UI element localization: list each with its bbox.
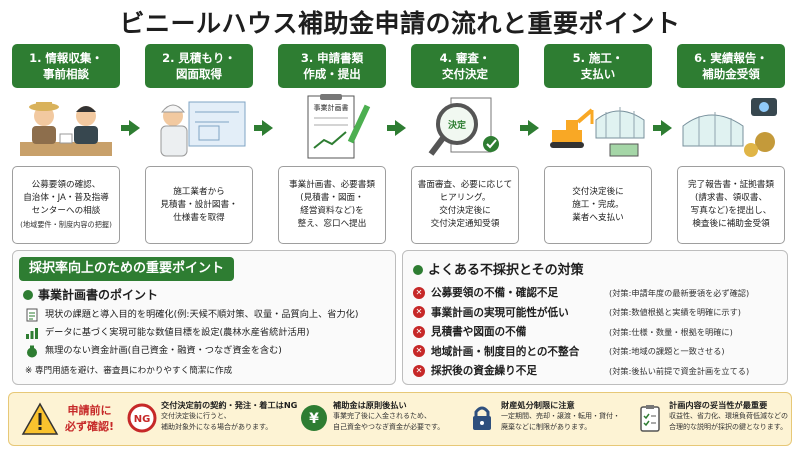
arrow-3-icon xyxy=(387,120,406,136)
step-4-header: 4. 審査・ 交付決定 xyxy=(411,44,519,88)
step-4: 4. 審査・ 交付決定 決定 書面審査、必要に応じて ヒアリング。 交付決定後に… xyxy=(411,44,519,244)
step-5-description: 交付決定後に 施工・完成。 業者へ支払い xyxy=(544,166,652,244)
x-mark-icon: ✕ xyxy=(413,325,425,338)
x-mark-icon: ✕ xyxy=(413,345,425,358)
step-3: 3. 申請書類 作成・提出 事業計画書 事業計画書、必要書類 (見積書・図面・ … xyxy=(278,44,386,244)
list-item: ✕ 公募要領の不備・確認不足 (対策:申請年度の最新要領を必ず確認) xyxy=(413,283,785,303)
step-6: 6. 実績報告・ 補助金受領 完了報告書・証拠書類 (請求書、領収書、 写真など… xyxy=(677,44,785,244)
key-points-title: 採択率向上のための重要ポイント xyxy=(19,257,235,281)
step-4-description: 書面審査、必要に応じて ヒアリング。 交付決定後に 交付決定通知受領 xyxy=(411,166,519,244)
excavator-greenhouse-icon xyxy=(550,107,645,157)
x-mark-icon: ✕ xyxy=(413,306,425,319)
clipboard-icon xyxy=(640,405,660,432)
svg-text:決定: 決定 xyxy=(448,119,467,131)
rejection-list: ✕ 公募要領の不備・確認不足 (対策:申請年度の最新要領を必ず確認) ✕ 事業計… xyxy=(413,283,785,381)
list-item: ✕ 採択後の資金繰り不足 (対策:後払い前提で資金計画を立てる) xyxy=(413,361,785,381)
step-2-header: 2. 見積もり・ 図面取得 xyxy=(145,44,253,88)
arrow-5-icon xyxy=(653,120,672,136)
money-bag-icon xyxy=(27,345,37,358)
plan-points-subtitle: 事業計画書のポイント xyxy=(23,286,158,303)
svg-text:¥: ¥ xyxy=(309,411,319,427)
plan-points-list: 現状の課題と導入目的を明確化(例:天候不順対策、収量・品質向上、省力化) データ… xyxy=(25,306,395,360)
consultation-people-icon xyxy=(20,102,112,156)
yen-icon: ¥ xyxy=(301,405,327,431)
step-2: 2. 見積もり・ 図面取得 施工業者から 見積書・設計図書・ 仕様書を取得 xyxy=(145,44,253,244)
list-item: データに基づく実現可能な数値目標を設定(農林水産省統計活用) xyxy=(25,324,395,342)
process-steps: 1. 情報収集・ 事前相談 公募要領の確認、 自治体・JA・普及指導 センターへ… xyxy=(12,44,788,244)
arrow-1-icon xyxy=(121,120,140,136)
step-3-description: 事業計画書、必要書類 (見積書・図面・ 経営資料など)を 整え、窓口へ提出 xyxy=(278,166,386,244)
arrow-4-icon xyxy=(520,120,539,136)
x-mark-icon: ✕ xyxy=(413,364,425,377)
rejection-panel: よくある不採択とその対策 ✕ 公募要領の不備・確認不足 (対策:申請年度の最新要… xyxy=(402,250,788,385)
rejection-title: よくある不採択とその対策 xyxy=(413,259,584,278)
list-item: ✕ 見積書や図面の不備 (対策:仕様・数量・根拠を明確に) xyxy=(413,322,785,342)
bullet-dot-icon xyxy=(413,265,423,275)
key-points-panel: 採択率向上のための重要ポイント 事業計画書のポイント 現状の課題と導入目的を明確… xyxy=(12,250,396,385)
greenhouse-camera-money-icon xyxy=(682,98,777,157)
step-1-header: 1. 情報収集・ 事前相談 xyxy=(12,44,120,88)
bullet-dot-icon xyxy=(23,290,33,300)
list-item: 現状の課題と導入目的を明確化(例:天候不順対策、収量・品質向上、省力化) xyxy=(25,306,395,324)
svg-text:事業計画書: 事業計画書 xyxy=(314,103,349,112)
page-title: ビニールハウス補助金申請の流れと重要ポイント xyxy=(119,9,681,38)
step-2-description: 施工業者から 見積書・設計図書・ 仕様書を取得 xyxy=(145,166,253,244)
arrow-2-icon xyxy=(254,120,273,136)
worker-blueprint-icon xyxy=(160,101,246,157)
step-3-header: 3. 申請書類 作成・提出 xyxy=(278,44,386,88)
decision-magnifier-icon: 決定 xyxy=(428,97,499,156)
warning-triangle-icon xyxy=(21,402,59,435)
ng-icon: NG xyxy=(127,403,157,433)
step-5: 5. 施工・ 支払い 交付決定後に 施工・完成。 業者へ支払い xyxy=(544,44,652,244)
step-5-header: 5. 施工・ 支払い xyxy=(544,44,652,88)
step-1-description: 公募要領の確認、 自治体・JA・普及指導 センターへの相談 (地域要件・制度内容… xyxy=(12,166,120,244)
lock-icon xyxy=(473,406,491,430)
chart-up-icon xyxy=(26,328,38,339)
list-item: ✕ 地域計画・制度目的との不整合 (対策:地域の課題と一致させる) xyxy=(413,342,785,362)
warning-label: 申請前に 必ず確認! xyxy=(17,400,129,440)
checklist-icon xyxy=(26,308,38,322)
precautions-bar: 申請前に 必ず確認! NG 交付決定前の契約・発注・着工はNG 交付決定後に行う… xyxy=(8,392,792,446)
step-6-header: 6. 実績報告・ 補助金受領 xyxy=(677,44,785,88)
list-item: ✕ 事業計画の実現可能性が低い (対策:数値根拠と実績を明確に示す) xyxy=(413,303,785,323)
step-1: 1. 情報収集・ 事前相談 公募要領の確認、 自治体・JA・普及指導 センターへ… xyxy=(12,44,120,244)
list-item: 無理のない資金計画(自己資金・融資・つなぎ資金を含む) xyxy=(25,342,395,360)
step-6-description: 完了報告書・証拠書類 (請求書、領収書、 写真など)を提出し、 検査後に補助金受… xyxy=(677,166,785,244)
plan-note: ※ 専門用語を避け、審査員にわかりやすく簡潔に作成 xyxy=(25,366,233,376)
x-mark-icon: ✕ xyxy=(413,286,425,299)
business-plan-document-icon: 事業計画書 xyxy=(307,94,371,159)
svg-text:NG: NG xyxy=(134,414,151,425)
